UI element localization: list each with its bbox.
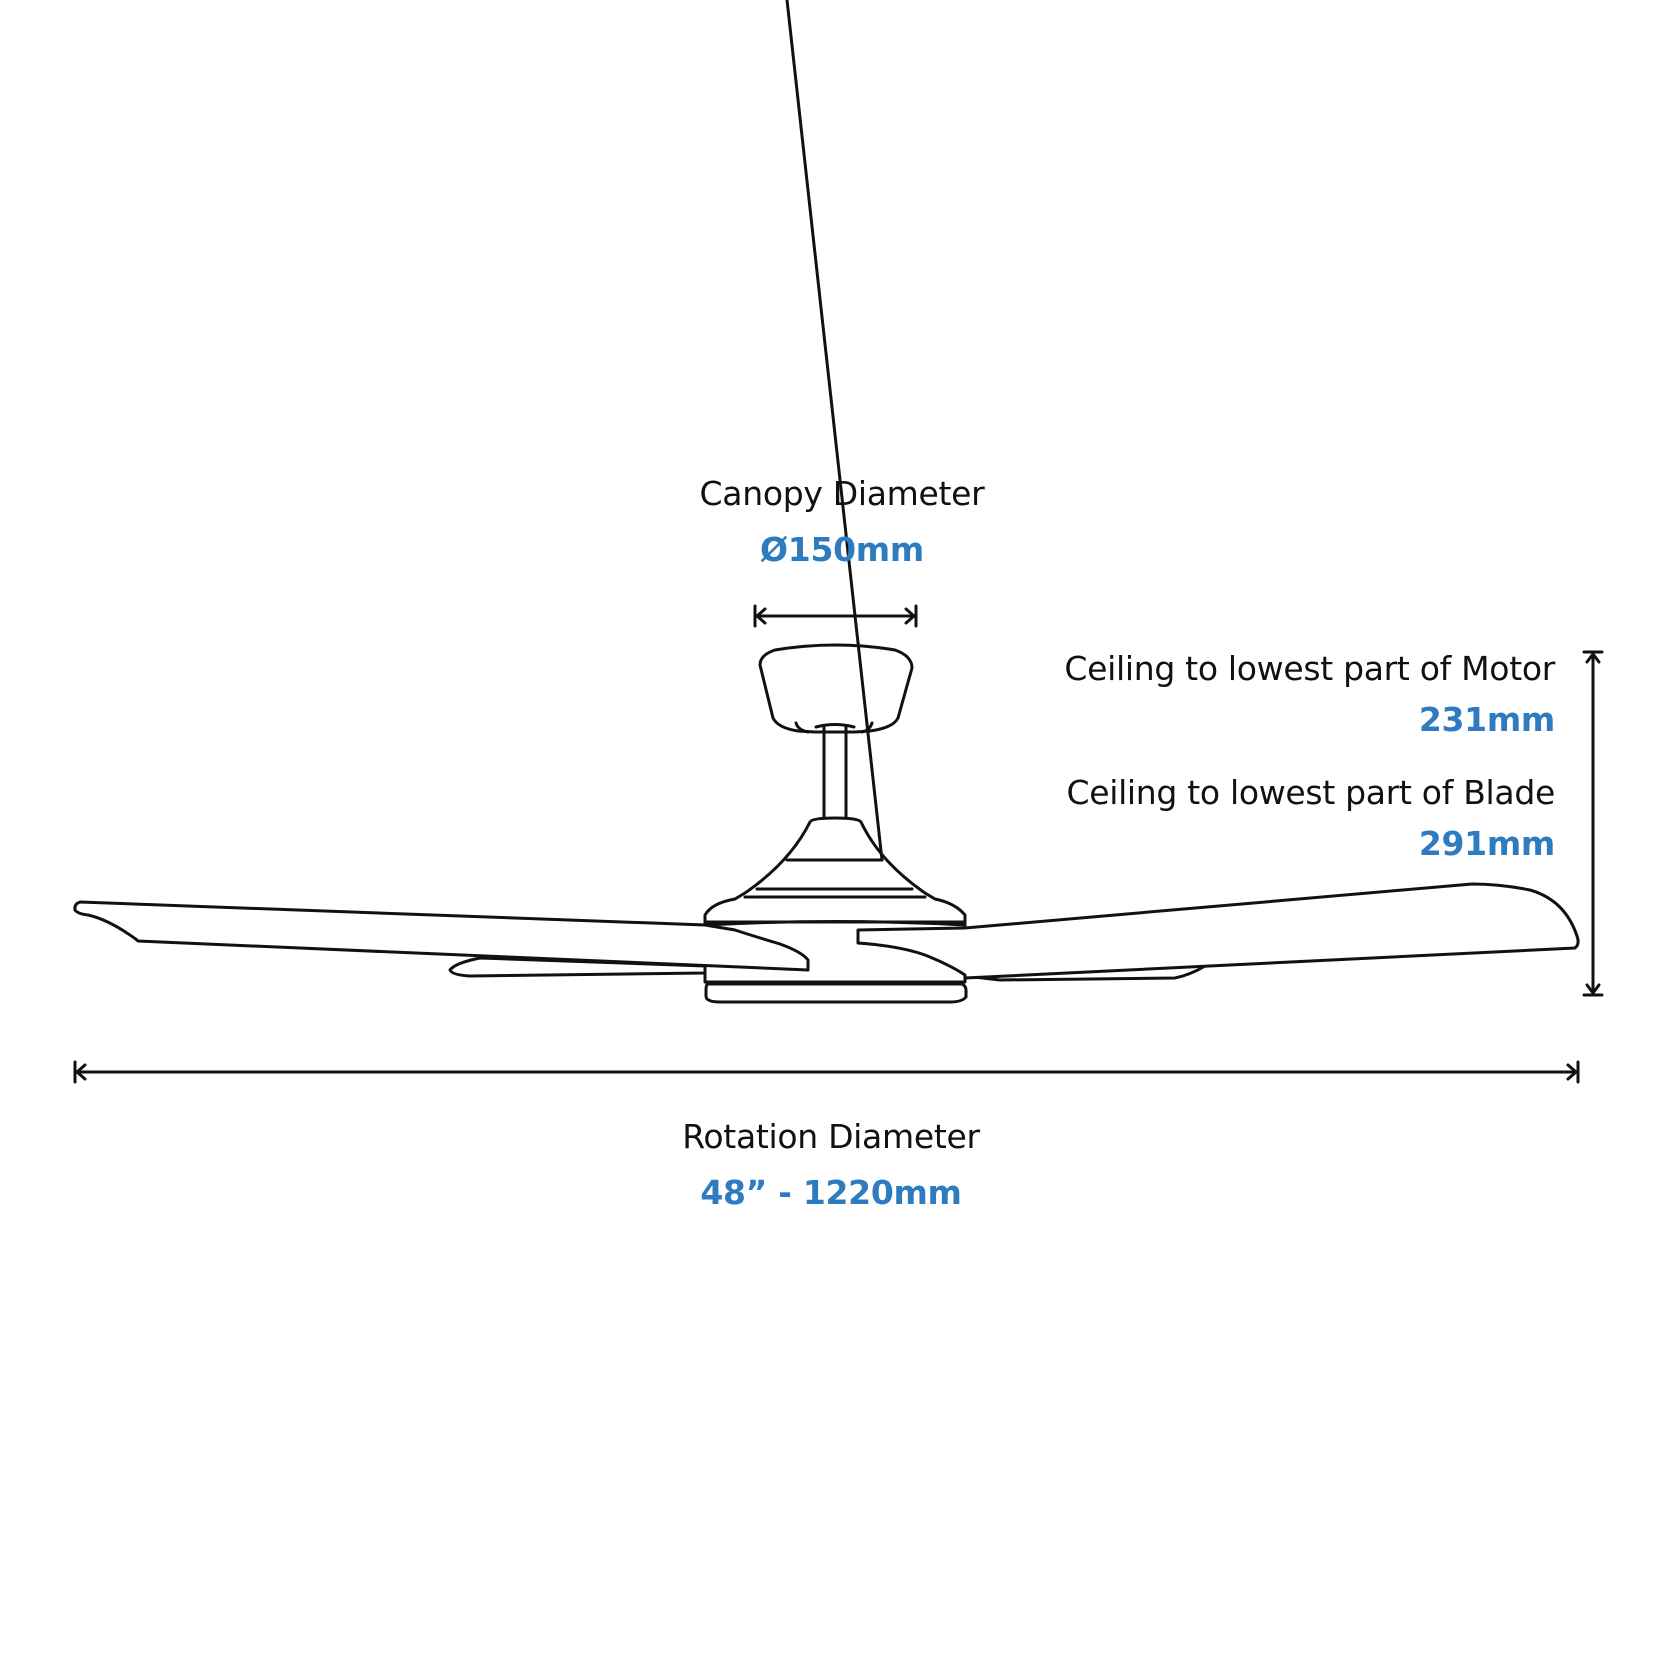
rotation-dimension-line — [73, 1060, 1580, 1084]
light-plate — [704, 982, 968, 1004]
canopy-diameter-label: Canopy Diameter — [699, 474, 985, 513]
motor-housing — [703, 816, 967, 924]
downrod — [822, 724, 848, 822]
rotation-diameter-value: 48” - 1220mm — [700, 1173, 962, 1212]
rotation-diameter-label: Rotation Diameter — [682, 1117, 980, 1156]
canopy-dimension-line — [753, 604, 918, 628]
blade-drop-value: 291mm — [1418, 824, 1555, 863]
blade-back-left — [448, 956, 707, 978]
blade-front-left — [73, 900, 810, 972]
motor-drop-label: Ceiling to lowest part of Motor — [1064, 649, 1555, 688]
canopy-diameter-value: Ø150mm — [760, 530, 924, 569]
blade-drop-label: Ceiling to lowest part of Blade — [1066, 773, 1555, 812]
blade-front-right — [856, 882, 1580, 980]
motor-drop-value: 231mm — [1418, 700, 1555, 739]
canopy — [758, 643, 914, 734]
height-dimension-line — [1582, 650, 1604, 997]
